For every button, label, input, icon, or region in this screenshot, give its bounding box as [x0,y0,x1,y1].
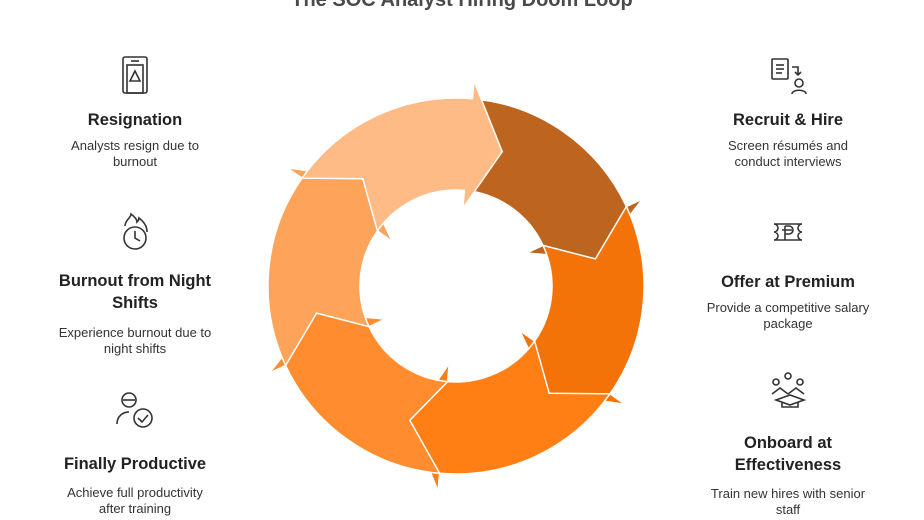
clock-fire-icon [123,212,148,250]
user-check-icon [116,392,153,428]
step-burnout: Burnout from Night Shifts Experience bur… [25,212,245,357]
step-title: Resignation [87,111,183,129]
step-description: Train new hires with senior staff [710,486,866,517]
step-resignation: Resignation Analysts resign due to burno… [25,55,245,170]
step-title: Burnout from Night Shifts [58,272,212,312]
exit-door-icon [122,56,148,94]
cycle-arrow-productive [268,312,450,475]
step-recruit-hire: Recruit & Hire Screen résumés and conduc… [678,55,898,170]
cycle-arrow-offer [518,204,645,405]
step-title: Recruit & Hire [732,111,844,129]
step-onboard: Onboard at Effectiveness Train new hires… [678,370,898,518]
diagram-title: The SOC Analyst Hiring Doom Loop [291,0,633,11]
cycle-arrow-recruit [462,97,644,260]
step-description: Screen résumés and conduct interviews [728,138,848,169]
step-offer-premium: Offer at Premium Provide a competitive s… [678,214,898,332]
step-title: Offer at Premium [721,273,855,291]
step-finally-productive: Finally Productive Achieve full producti… [25,390,245,517]
cycle-arrow-resignation [300,80,504,233]
step-description: Analysts resign due to burnout [71,138,199,169]
step-description: Experience burnout due to night shifts [58,325,212,356]
resume-candidate-icon [771,58,807,95]
cycle-arrow-burnout [267,167,394,368]
graduation-team-icon [771,372,807,408]
step-description: Achieve full productivity after training [67,485,203,516]
currency-ticket-icon [773,223,803,241]
step-title: Onboard at Effectiveness [734,434,842,474]
cycle-arrow-onboard [408,339,612,492]
step-title: Finally Productive [63,455,207,473]
step-description: Provide a competitive salary package [706,300,870,331]
